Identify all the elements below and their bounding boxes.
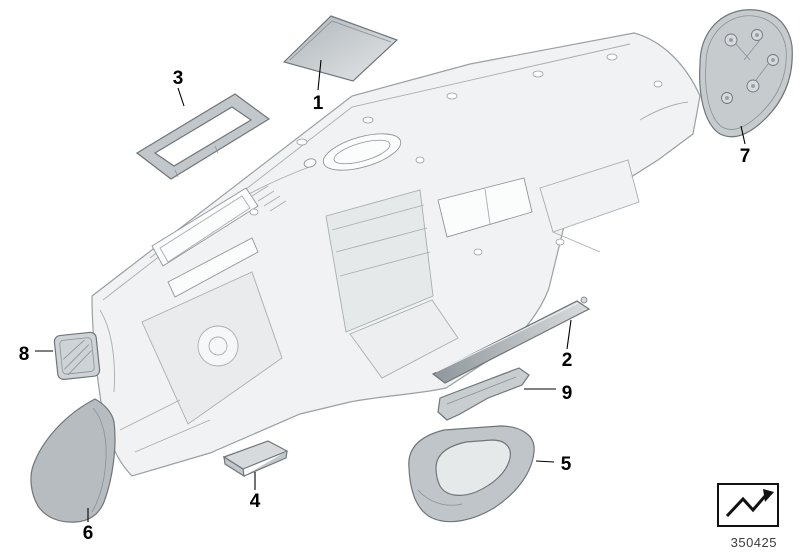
leader-lines	[35, 59, 746, 522]
leader-line-2	[566, 319, 572, 350]
part-1-cover-panel	[282, 15, 399, 82]
glovebox-line	[552, 231, 601, 253]
center-vent-opening	[437, 177, 533, 238]
callout-label-1[interactable]: 1	[313, 93, 324, 114]
center-vent-divider	[484, 188, 491, 225]
part-2-trim-strip	[431, 296, 591, 384]
strip-screw	[580, 296, 588, 304]
part-5-lower-trim	[408, 425, 535, 523]
part-9-trim-strip-lower	[437, 367, 530, 421]
fastener-holes	[249, 53, 663, 256]
cluster-opening	[151, 187, 259, 267]
lower-left-lines	[119, 399, 211, 453]
callout-label-5[interactable]: 5	[561, 454, 572, 475]
steering-column-hole	[197, 325, 239, 367]
cluster-opening-inner	[159, 195, 251, 263]
defroster-grille	[251, 185, 287, 212]
callout-label-7[interactable]: 7	[740, 146, 751, 167]
dashboard-body	[91, 32, 701, 477]
center-stack-ribs	[331, 204, 431, 277]
callout-label-9[interactable]: 9	[562, 383, 573, 404]
footer: 350425	[717, 483, 779, 550]
screw-bosses	[721, 29, 779, 104]
leader-line-5	[535, 460, 555, 463]
center-stack	[325, 189, 434, 333]
part-6-a-pillar-trim	[30, 398, 116, 523]
lower-cluster-opening	[167, 237, 259, 298]
top-speaker-opening	[322, 133, 402, 171]
leader-line-3	[177, 87, 185, 107]
part-3-display-frame	[135, 93, 271, 180]
callout-label-4[interactable]: 4	[250, 491, 261, 512]
leader-line-1	[317, 59, 322, 91]
console-area	[349, 299, 459, 379]
glovebox-area	[539, 159, 640, 233]
callout-labels: 1 2 3 4 5 6 7 8 9	[19, 68, 751, 544]
part-4-blank-plate	[222, 440, 289, 478]
steering-column-hole-inner	[208, 336, 228, 356]
small-top-hole	[303, 158, 317, 168]
callout-label-2[interactable]: 2	[562, 350, 573, 371]
callout-label-8[interactable]: 8	[19, 344, 30, 365]
callout-label-6[interactable]: 6	[83, 523, 94, 544]
part-8-air-vent	[53, 331, 101, 380]
zigzag-arrow-icon	[725, 489, 774, 518]
callout-label-3[interactable]: 3	[173, 68, 184, 89]
diagram-number: 350425	[731, 535, 777, 550]
part-7-side-end-cap	[699, 9, 793, 138]
leader-line-7	[740, 125, 746, 145]
left-face-line	[99, 309, 115, 393]
